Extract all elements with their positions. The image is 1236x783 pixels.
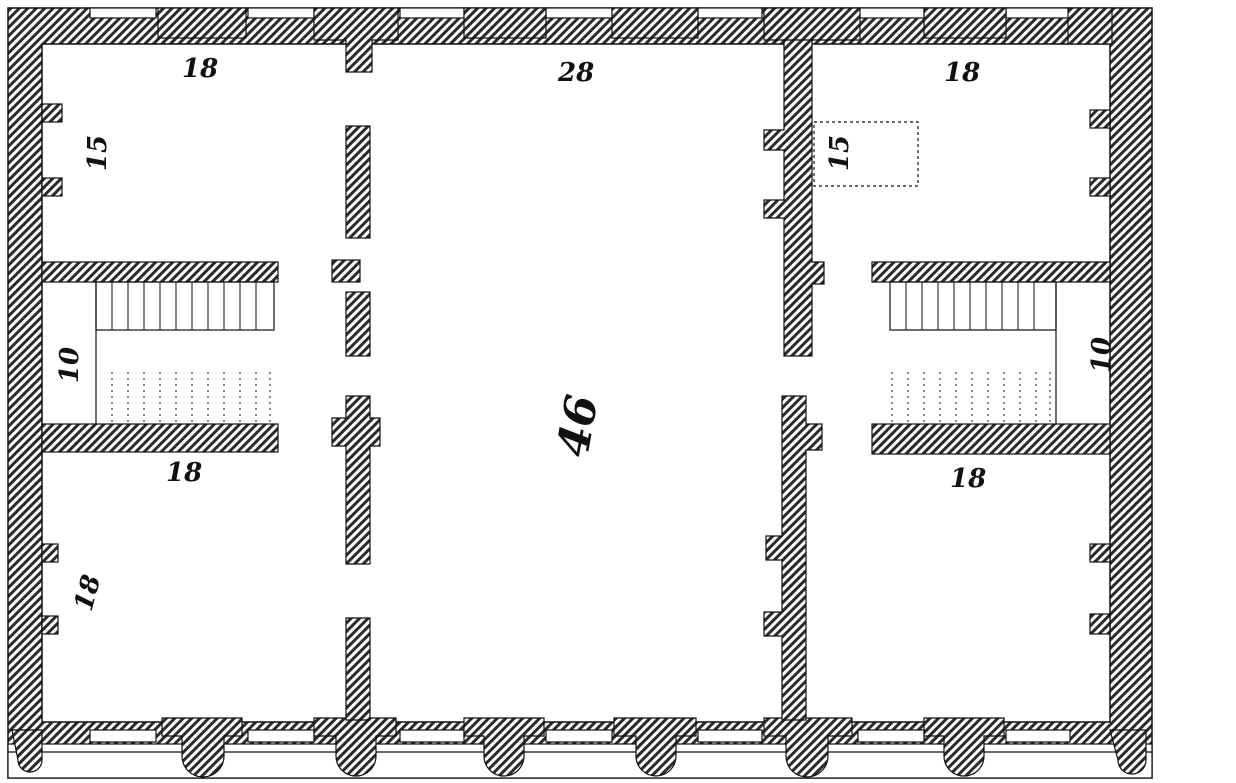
side-pilasters xyxy=(41,103,1111,635)
label-right-lower-room-top: 18 xyxy=(950,464,987,494)
outer-wall-ring xyxy=(7,7,1153,779)
top-pilasters xyxy=(157,7,1113,73)
left-interior-walls xyxy=(41,125,381,721)
label-top-left-room: 18 xyxy=(182,54,219,84)
label-left-stair-landing: 10 xyxy=(55,346,86,384)
label-left-lower-room-top: 18 xyxy=(166,458,203,488)
bottom-base xyxy=(7,717,1153,779)
label-right-upper-closet: 15 xyxy=(825,134,856,172)
right-interior-walls xyxy=(763,39,1111,721)
outer-walls xyxy=(7,7,1153,779)
label-right-stair-landing: 10 xyxy=(1087,336,1118,374)
left-staircase xyxy=(95,281,275,424)
label-central-hall: 46 xyxy=(547,391,609,461)
label-left-upper-closet: 15 xyxy=(83,134,114,172)
label-top-right-room: 18 xyxy=(944,58,981,88)
label-top-center-room: 28 xyxy=(558,58,595,88)
right-staircase xyxy=(889,281,1057,424)
